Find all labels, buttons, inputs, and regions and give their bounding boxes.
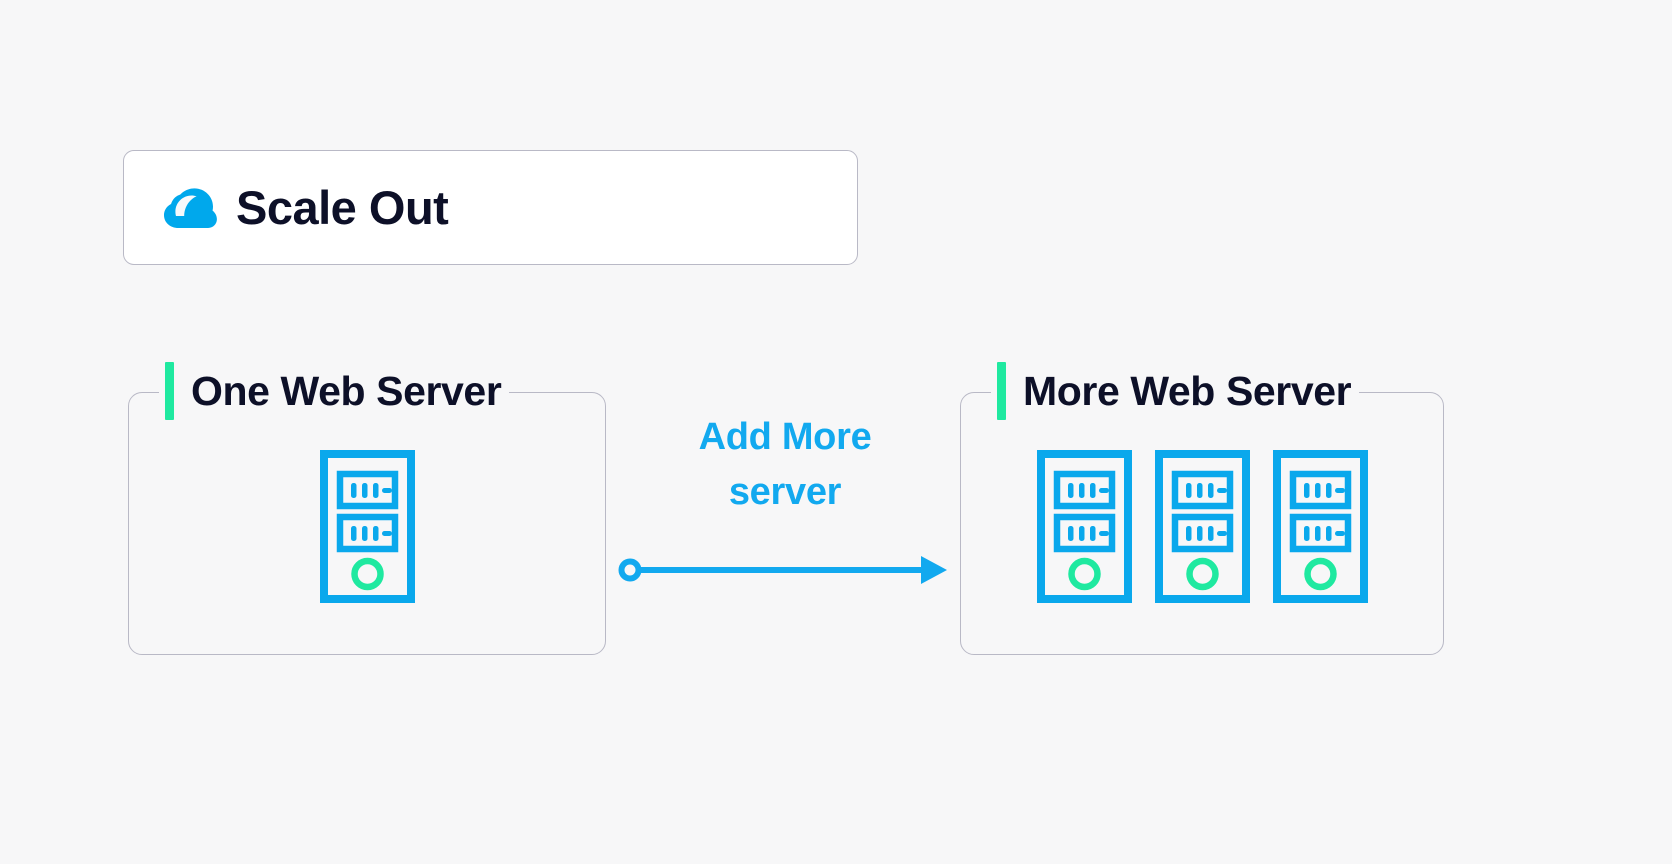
connector-label-line-1: Add More	[698, 416, 872, 458]
panel-legend-one-web-server: One Web Server	[159, 360, 510, 422]
connector-label: Add More server	[620, 410, 950, 520]
server-tower-icon	[1036, 450, 1132, 603]
server-group-more	[961, 449, 1443, 604]
add-server-arrow	[618, 556, 947, 584]
panel-more-web-server: More Web Server	[960, 360, 1444, 655]
connector-label-line-2: server	[728, 471, 842, 514]
server-tower-icon	[1272, 450, 1368, 603]
panel-title-more-web-server: More Web Server	[1023, 367, 1352, 414]
cloud-icon	[164, 187, 217, 228]
panel-one-web-server: One Web Server	[128, 360, 606, 655]
server-tower-icon	[1154, 450, 1250, 603]
page-title: Scale Out	[236, 181, 449, 234]
accent-bar-icon	[997, 362, 1006, 420]
panel-title-one-web-server: One Web Server	[191, 367, 502, 414]
scale-out-header-card: Scale Out	[123, 150, 858, 265]
server-group-one	[129, 449, 605, 604]
server-tower-icon	[319, 450, 415, 603]
accent-bar-icon	[165, 362, 174, 420]
panel-legend-more-web-server: More Web Server	[991, 360, 1360, 422]
